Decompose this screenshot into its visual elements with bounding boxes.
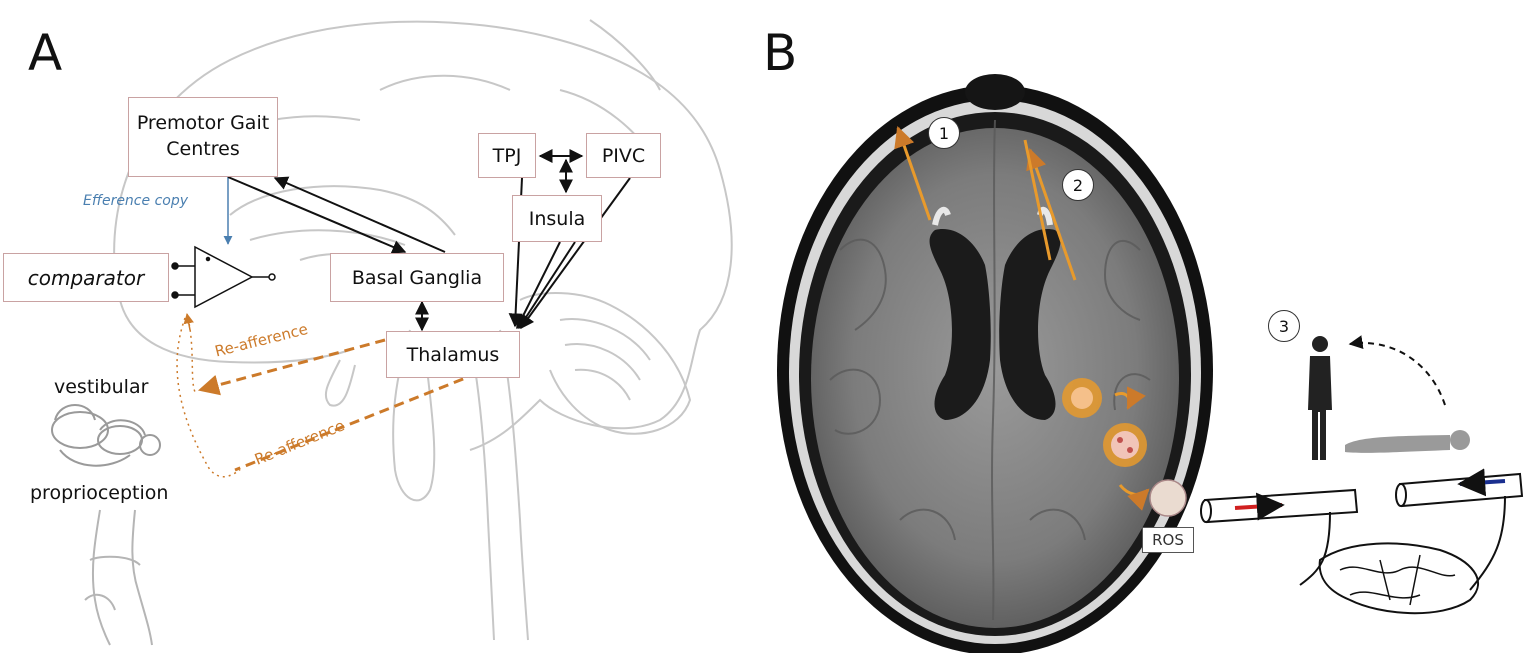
blue-flow-arrow (1457, 468, 1506, 497)
premotor-label-line2: Centres (166, 138, 240, 160)
lateral-ventricles (929, 229, 1061, 420)
panel-label-b: B (763, 24, 798, 82)
premotor-gait-centres-box: Premotor Gait Centres (128, 97, 278, 177)
knee-drawing (84, 509, 153, 646)
marker-1: 1 (928, 117, 960, 149)
ros-label: ROS (1142, 527, 1194, 553)
tpj-box: TPJ (478, 133, 536, 178)
connector-arrows (227, 149, 631, 332)
comparator-symbol (171, 245, 276, 309)
efference-copy-label: Efference copy (83, 193, 188, 209)
mri-axial-scan (777, 74, 1213, 653)
posture-change-arrow (1348, 335, 1446, 406)
marker-3: 3 (1268, 310, 1300, 342)
marker-2: 2 (1062, 169, 1094, 201)
proprioception-label: proprioception (30, 482, 169, 504)
reafference-lines (197, 338, 479, 472)
comparator-input-arrow (183, 312, 194, 331)
pivc-box: PIVC (586, 133, 661, 178)
lesions (1062, 378, 1187, 517)
premotor-label-line1: Premotor Gait (136, 112, 270, 135)
standing-person-figure (1308, 336, 1332, 460)
vestibular-label: vestibular (54, 376, 149, 398)
blood-vessels (1200, 472, 1524, 615)
insula-box: Insula (512, 195, 602, 242)
comparator-box: comparator (3, 253, 169, 302)
white-matter-arrows (894, 126, 1150, 511)
basal-ganglia-box: Basal Ganglia (330, 253, 504, 302)
panel-label-a: A (28, 24, 63, 82)
red-flow-arrow (1234, 492, 1285, 521)
inner-ear-drawing (51, 404, 161, 467)
lying-person-figure (1345, 430, 1470, 453)
thalamus-box: Thalamus (386, 331, 520, 378)
